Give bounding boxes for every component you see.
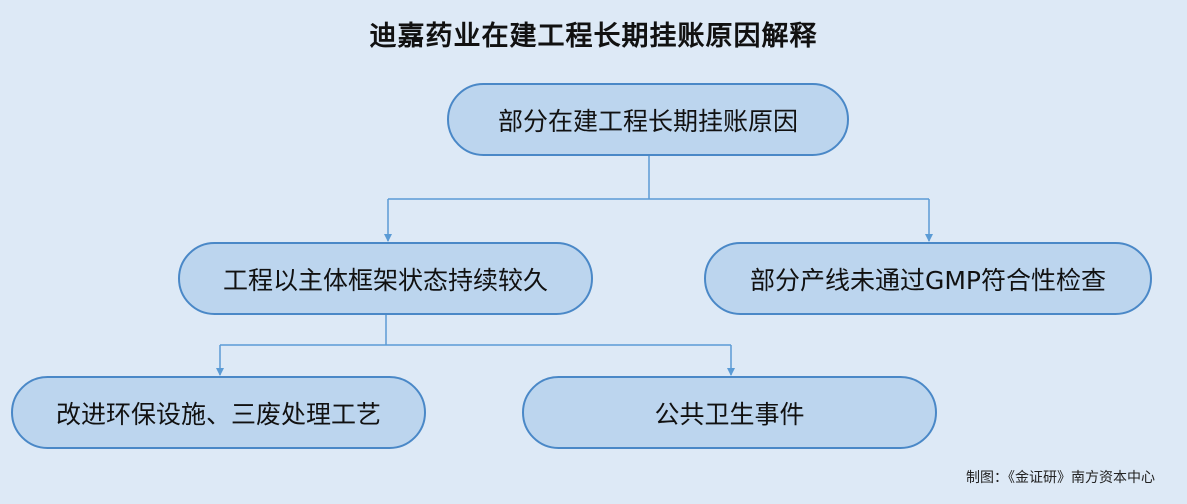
reason-node-framework-status: 工程以主体框架状态持续较久 xyxy=(178,242,593,315)
sub-reason-node-environmental: 改进环保设施、三废处理工艺 xyxy=(11,376,426,449)
root-node: 部分在建工程长期挂账原因 xyxy=(447,83,849,156)
reason-node-gmp-check: 部分产线未通过GMP符合性检查 xyxy=(704,242,1152,315)
source-credit: 制图：《金证研》南方资本中心 xyxy=(966,470,1155,486)
diagram-title: 迪嘉药业在建工程长期挂账原因解释 xyxy=(369,21,818,52)
sub-reason-node-public-health: 公共卫生事件 xyxy=(522,376,937,449)
